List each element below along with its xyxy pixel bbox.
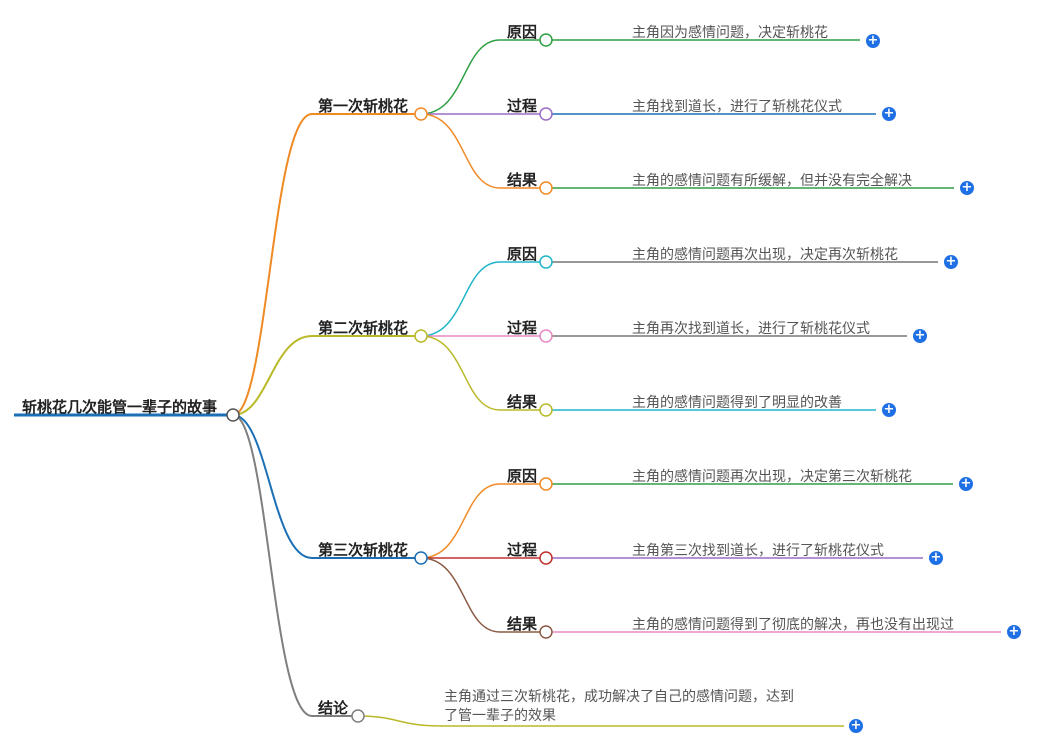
collapse-toggle[interactable]	[414, 329, 428, 343]
third-process-text[interactable]: 主角第三次找到道长，进行了斩桃花仪式	[632, 543, 884, 559]
branch-connector	[232, 113, 313, 416]
collapse-toggle[interactable]	[414, 551, 428, 565]
first-process-text[interactable]: 主角找到道长，进行了斩桃花仪式	[632, 99, 842, 115]
collapse-toggle[interactable]	[226, 408, 240, 422]
branch-conclusion[interactable]: 结论	[318, 699, 349, 717]
third-result-label[interactable]: 结果	[507, 615, 538, 633]
conclusion-text-line-2[interactable]: 了管一辈子的效果	[444, 708, 556, 724]
plus-circle-icon[interactable]: +	[944, 254, 958, 269]
sub-connector	[420, 39, 501, 115]
collapse-toggle[interactable]	[539, 255, 553, 269]
first-reason-label[interactable]: 原因	[507, 23, 538, 41]
collapse-toggle[interactable]	[539, 551, 553, 565]
collapse-toggle[interactable]	[351, 709, 365, 723]
first-process-label[interactable]: 过程	[507, 97, 538, 115]
collapse-toggle[interactable]	[539, 403, 553, 417]
first-reason-text[interactable]: 主角因为感情问题，决定斩桃花	[632, 25, 828, 41]
plus-circle-icon[interactable]: +	[929, 550, 943, 565]
conclusion-text-line-1[interactable]: 主角通过三次斩桃花，成功解决了自己的感情问题，达到	[444, 689, 794, 705]
plus-circle-icon[interactable]: +	[882, 402, 896, 417]
collapse-toggle[interactable]	[414, 107, 428, 121]
second-result-text[interactable]: 主角的感情问题得到了明显的改善	[632, 395, 842, 411]
sub-connector	[420, 557, 501, 633]
second-process-label[interactable]: 过程	[507, 319, 538, 337]
plus-circle-icon[interactable]: +	[882, 106, 896, 121]
third-reason-label[interactable]: 原因	[507, 467, 538, 485]
first-result-text[interactable]: 主角的感情问题有所缓解，但并没有完全解决	[632, 173, 912, 189]
sub-connector	[420, 483, 501, 559]
second-process-text[interactable]: 主角再次找到道长，进行了斩桃花仪式	[632, 321, 870, 337]
collapse-toggle[interactable]	[539, 625, 553, 639]
sub-connector	[420, 261, 501, 337]
third-process-label[interactable]: 过程	[507, 541, 538, 559]
branch-connector	[232, 414, 313, 559]
collapse-toggle[interactable]	[539, 107, 553, 121]
branch-second[interactable]: 第二次斩桃花	[318, 319, 409, 337]
second-result-label[interactable]: 结果	[507, 393, 538, 411]
plus-circle-icon[interactable]: +	[913, 328, 927, 343]
collapse-toggle[interactable]	[539, 477, 553, 491]
plus-circle-icon[interactable]: +	[866, 33, 880, 48]
first-result-label[interactable]: 结果	[507, 171, 538, 189]
root-topic[interactable]: 斩桃花几次能管一辈子的故事	[22, 398, 218, 416]
plus-circle-icon[interactable]: +	[1007, 624, 1021, 639]
conclusion-connector	[357, 715, 445, 727]
plus-circle-icon[interactable]: +	[959, 476, 973, 491]
sub-connector	[420, 335, 501, 411]
third-result-text[interactable]: 主角的感情问题得到了彻底的解决，再也没有出现过	[632, 617, 954, 633]
plus-circle-icon[interactable]: +	[960, 180, 974, 195]
second-reason-text[interactable]: 主角的感情问题再次出现，决定再次斩桃花	[632, 247, 898, 263]
collapse-toggle[interactable]	[539, 33, 553, 47]
branch-connector	[232, 335, 313, 416]
plus-circle-icon[interactable]: +	[849, 718, 863, 733]
third-reason-text[interactable]: 主角的感情问题再次出现，决定第三次斩桃花	[632, 469, 912, 485]
collapse-toggle[interactable]	[539, 181, 553, 195]
sub-connector	[420, 113, 501, 189]
branch-connector	[232, 414, 313, 717]
branch-third[interactable]: 第三次斩桃花	[318, 541, 409, 559]
second-reason-label[interactable]: 原因	[507, 245, 538, 263]
branch-first[interactable]: 第一次斩桃花	[318, 97, 409, 115]
collapse-toggle[interactable]	[539, 329, 553, 343]
